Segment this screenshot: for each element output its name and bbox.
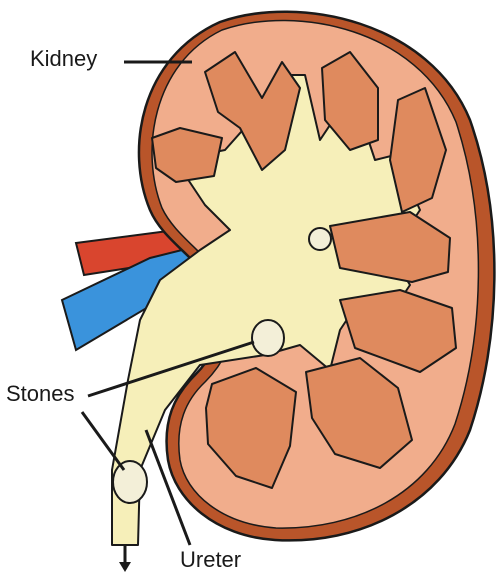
kidney-stone-middle xyxy=(252,320,284,356)
kidney-stone-upper xyxy=(309,228,331,250)
kidney-stone-ureter xyxy=(113,461,147,503)
kidney-label: Kidney xyxy=(30,48,97,70)
ureter-flow-arrowhead xyxy=(119,562,131,572)
stones-label: Stones xyxy=(6,383,75,405)
ureter-label: Ureter xyxy=(180,549,241,571)
